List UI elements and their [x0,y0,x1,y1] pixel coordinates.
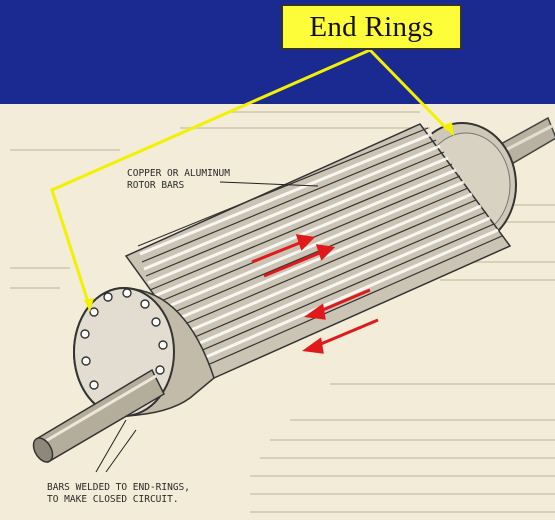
callout-arrow-icon [50,48,450,303]
callout-title: End Rings [309,10,434,43]
welded-label-line1: BARS WELDED TO END-RINGS, [47,482,190,493]
title-banner [0,0,555,104]
front-shaft [32,368,165,464]
rotor-bars [124,123,512,379]
label-leaders [95,181,319,473]
welded-label-line2: TO MAKE CLOSED CIRCUIT. [47,494,179,505]
rotor-bars-label-line1: COPPER OR ALUMINUM [127,168,230,179]
rotor-bars-label-line2: ROTOR BARS [127,180,185,191]
end-rings-callout: End Rings [281,4,462,50]
current-arrow-icon [251,234,379,354]
